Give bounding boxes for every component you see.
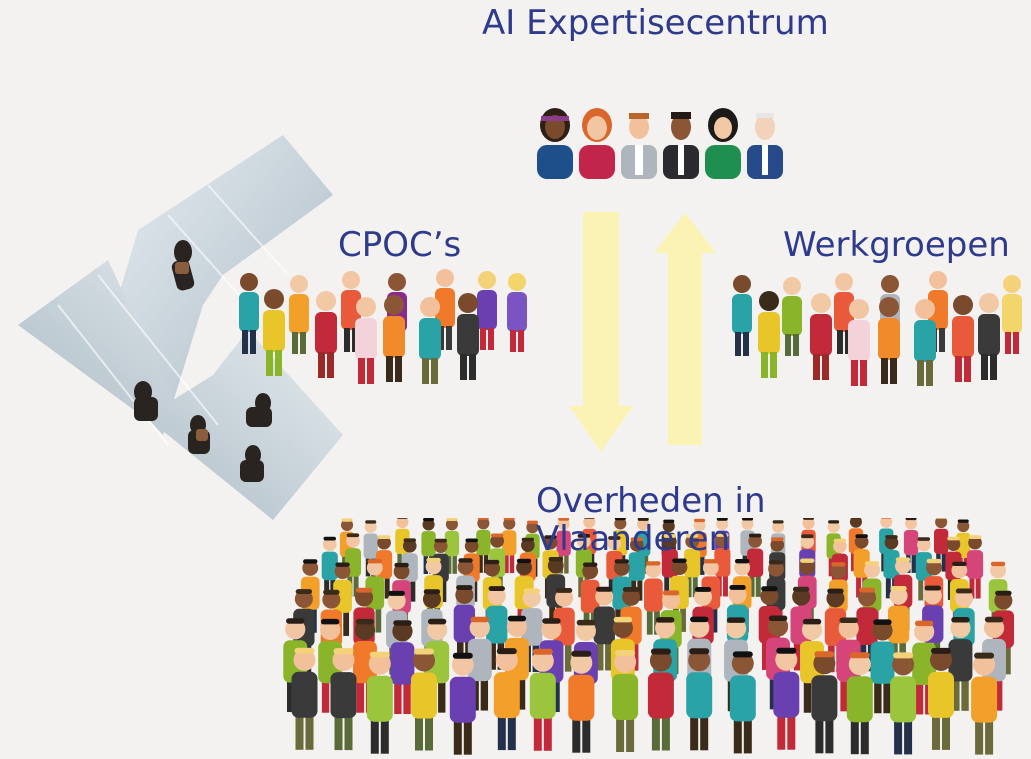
expert-person-2	[579, 108, 615, 179]
crowd-person	[903, 518, 919, 573]
cpoc-label: CPOC’s	[338, 225, 462, 265]
crowd-person	[747, 533, 764, 597]
crowd-person	[773, 647, 800, 750]
cpoc-group-icon	[239, 269, 527, 384]
expertise-centre-title: AI Expertisecentrum	[482, 3, 829, 43]
crowd-person	[846, 652, 873, 755]
crowd-person	[502, 518, 517, 574]
crowd-person	[686, 648, 713, 751]
arrow-up-icon	[654, 213, 716, 445]
crowd-icon	[283, 518, 1015, 755]
crowd-person	[684, 534, 701, 598]
arrow-down-icon	[569, 212, 633, 452]
overheden-label: Overheden in Vlaanderen	[536, 481, 766, 560]
crowd-person	[390, 620, 415, 715]
crowd-row	[291, 647, 998, 755]
werkgroepen-group-icon	[732, 271, 1022, 386]
walking-people-photo	[18, 135, 343, 520]
expert-person-3	[621, 113, 657, 179]
crowd-person	[449, 652, 476, 755]
crowd-person	[729, 651, 756, 754]
crowd-person	[967, 535, 984, 599]
crowd-person	[612, 650, 639, 752]
crowd-person	[870, 619, 895, 714]
crowd-person	[948, 617, 973, 711]
crowd-person	[568, 650, 595, 753]
crowd-person	[411, 648, 437, 751]
crowd-person	[971, 652, 998, 755]
crowd-person	[291, 647, 318, 750]
crowd-person	[553, 588, 575, 672]
crowd-person	[647, 648, 674, 751]
crowd-person	[890, 652, 917, 755]
crowd-person	[444, 518, 460, 574]
expert-person-6	[747, 113, 783, 179]
crowd-person	[321, 536, 338, 601]
crowd-person	[928, 647, 954, 750]
expert-person-4	[663, 112, 699, 179]
expert-group-icon	[537, 108, 783, 179]
crowd-person	[330, 648, 357, 751]
crowd-person	[366, 651, 393, 754]
cpoc-front-row	[263, 289, 479, 384]
crowd-person	[529, 648, 556, 751]
crowd-person	[593, 586, 615, 671]
crowd-person	[493, 648, 520, 751]
crowd-person	[811, 651, 838, 754]
expert-person-1	[537, 108, 573, 179]
expert-person-5	[705, 108, 741, 179]
werkgroepen-front-row	[758, 291, 1000, 386]
werkgroepen-label: Werkgroepen	[783, 225, 1010, 265]
